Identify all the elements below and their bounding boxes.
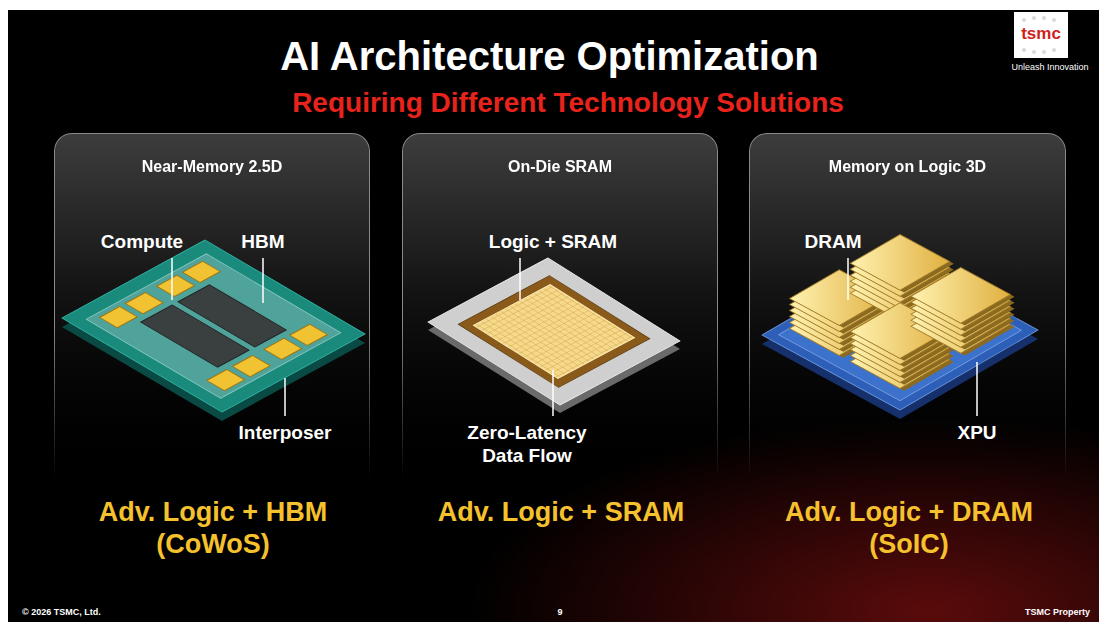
slide-title: AI Architecture Optimization: [0, 34, 1099, 79]
footer-note: TSMC Property: [1025, 607, 1090, 618]
part-label: XPU: [957, 422, 996, 445]
panel-heading: Memory on Logic 3D: [750, 134, 1065, 176]
page-margin: [0, 0, 8, 622]
part-label: Logic + SRAM: [489, 231, 617, 254]
part-label: HBM: [241, 231, 284, 254]
part-label: Compute: [101, 231, 183, 254]
tech-panel: Memory on Logic 3D: [749, 133, 1066, 480]
part-label: Interposer: [239, 422, 332, 445]
page-margin: [0, 0, 1099, 10]
part-label: Zero-Latency Data Flow: [452, 422, 602, 468]
technology-solution: Adv. Logic + DRAM (SoIC): [774, 496, 1044, 561]
panel-heading: On-Die SRAM: [403, 134, 717, 176]
page-number: 9: [557, 607, 562, 618]
copyright: © 2026 TSMC, Ltd.: [22, 607, 101, 618]
technology-solution: Adv. Logic + HBM (CoWoS): [78, 496, 348, 561]
panel-heading: Near-Memory 2.5D: [55, 134, 369, 176]
logo-tagline: Unleash Innovation: [1011, 62, 1088, 73]
technology-solution: Adv. Logic + SRAM: [438, 496, 684, 528]
subtitle: Requiring Different Technology Solutions: [292, 86, 844, 120]
logo-text: tsmc: [1021, 24, 1061, 44]
part-label: DRAM: [805, 231, 862, 254]
